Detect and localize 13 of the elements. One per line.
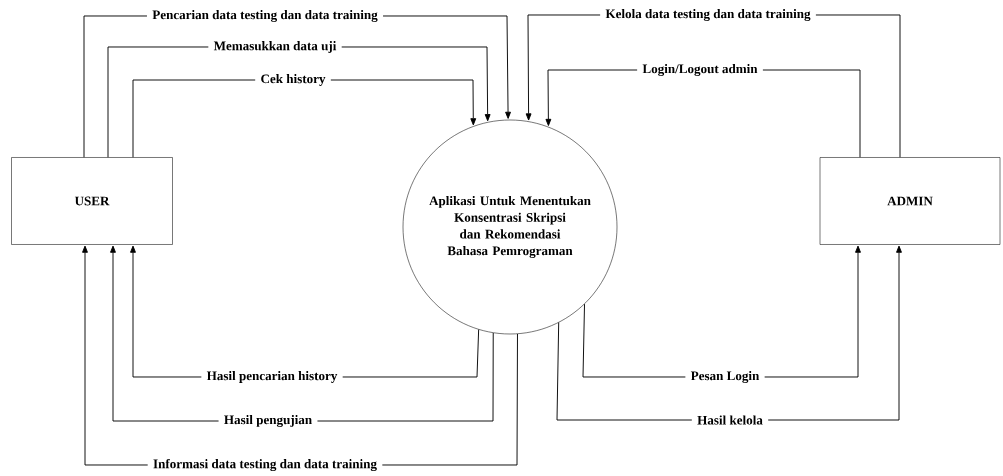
edge-label: Informasi data testing dan data training	[147, 457, 383, 473]
edge-label: Hasil pencarian history	[201, 369, 343, 385]
edge-label: Cek history	[255, 72, 331, 88]
edge-label: Hasil pengujian	[218, 413, 318, 429]
edge-label: Hasil kelola	[691, 414, 769, 426]
edge-label: Kelola data testing dan data training	[600, 7, 816, 23]
entity-box: USER	[11, 157, 173, 245]
arrow	[556, 245, 902, 421]
entity-box: ADMIN	[819, 157, 1001, 245]
edge-label: Pesan Login	[685, 369, 765, 385]
edge-label: Login/Logout admin	[637, 62, 763, 78]
edge-label: Pencarian data testing dan data training	[146, 8, 384, 24]
edge-label: Memasukkan data uji	[208, 39, 342, 55]
